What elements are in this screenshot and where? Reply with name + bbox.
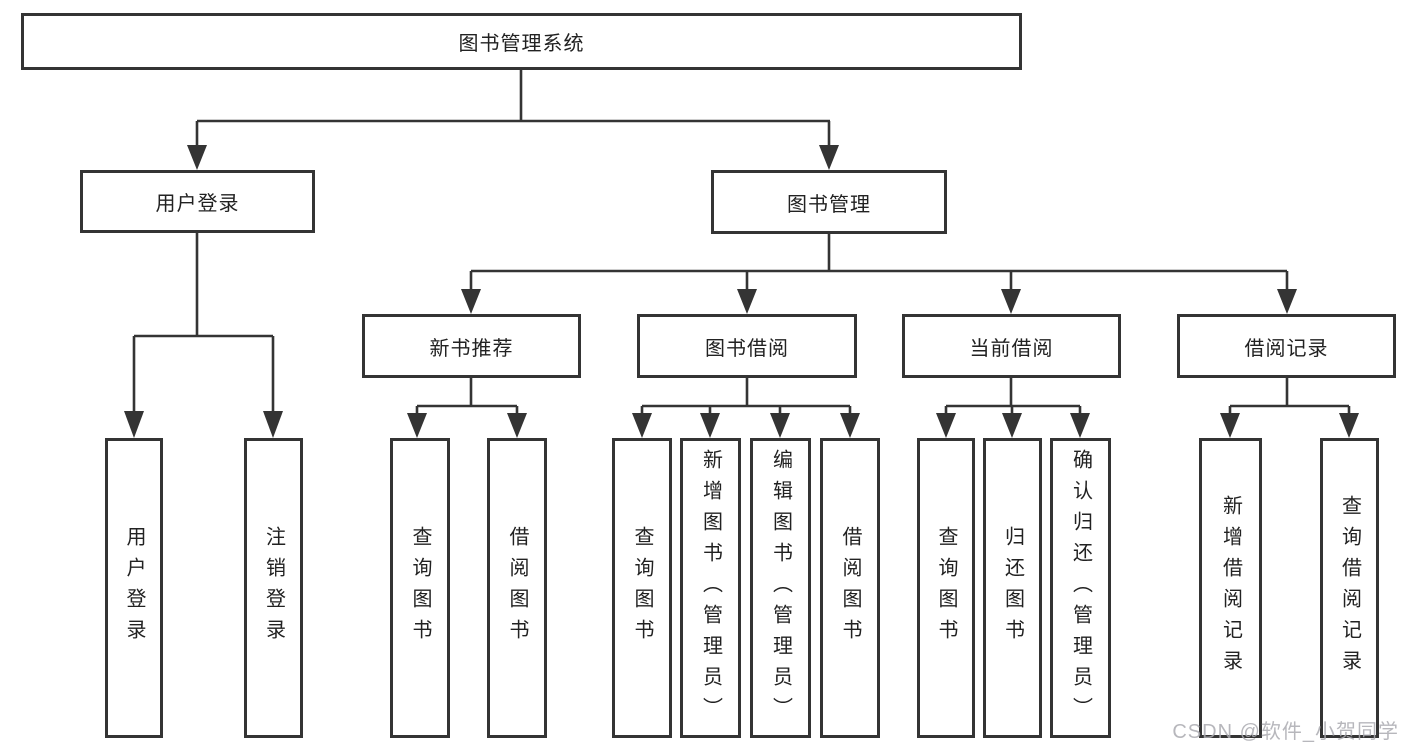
node-label: 当前借阅 <box>969 337 1054 360</box>
leaf-add-books-admin: 新增图书（管理员） <box>680 438 741 738</box>
leaf-user-login: 用户登录 <box>105 438 163 738</box>
leaf-label: 新增借阅记录 <box>1219 495 1242 681</box>
leaf-label: 查询图书 <box>631 526 653 650</box>
node-library-management-system: 图书管理系统 <box>21 13 1022 70</box>
leaf-label: 确认归还（管理员） <box>1069 448 1092 728</box>
leaf-confirm-return-admin: 确认归还（管理员） <box>1050 438 1111 738</box>
leaf-query-books-current: 查询图书 <box>917 438 975 738</box>
leaf-label: 注销登录 <box>262 526 285 650</box>
leaf-label: 新增图书（管理员） <box>699 448 722 728</box>
leaf-label: 归还图书 <box>1001 526 1024 650</box>
leaf-edit-books-admin: 编辑图书（管理员） <box>750 438 811 738</box>
leaf-add-borrow-record: 新增借阅记录 <box>1199 438 1262 738</box>
csdn-watermark: CSDN @软件_小贺同学 <box>1172 721 1399 743</box>
leaf-label: 查询图书 <box>409 526 431 650</box>
leaf-return-books: 归还图书 <box>983 438 1042 738</box>
node-label: 图书管理 <box>787 193 871 216</box>
node-user-login: 用户登录 <box>80 170 315 233</box>
node-borrow-records: 借阅记录 <box>1177 314 1396 378</box>
leaf-query-books-borrow: 查询图书 <box>612 438 672 738</box>
leaf-label: 查询借阅记录 <box>1338 495 1361 681</box>
node-label: 用户登录 <box>155 193 240 215</box>
leaf-query-books-recommend: 查询图书 <box>390 438 450 738</box>
leaf-label: 编辑图书（管理员） <box>769 448 792 728</box>
leaf-label: 用户登录 <box>123 526 145 650</box>
node-current-borrow: 当前借阅 <box>902 314 1121 378</box>
leaf-query-borrow-record: 查询借阅记录 <box>1320 438 1379 738</box>
node-label: 借阅记录 <box>1244 337 1329 360</box>
leaf-label: 借阅图书 <box>506 526 528 650</box>
leaf-label: 借阅图书 <box>839 526 861 650</box>
node-new-book-recommend: 新书推荐 <box>362 314 581 378</box>
node-label: 新书推荐 <box>429 337 514 360</box>
node-label: 图书管理系统 <box>458 33 585 55</box>
leaf-label: 查询图书 <box>935 526 957 650</box>
leaf-logout: 注销登录 <box>244 438 303 738</box>
node-book-borrow: 图书借阅 <box>637 314 857 378</box>
node-book-management: 图书管理 <box>711 170 947 234</box>
leaf-borrow-books-recommend: 借阅图书 <box>487 438 547 738</box>
node-label: 图书借阅 <box>705 337 789 360</box>
leaf-borrow-books: 借阅图书 <box>820 438 880 738</box>
